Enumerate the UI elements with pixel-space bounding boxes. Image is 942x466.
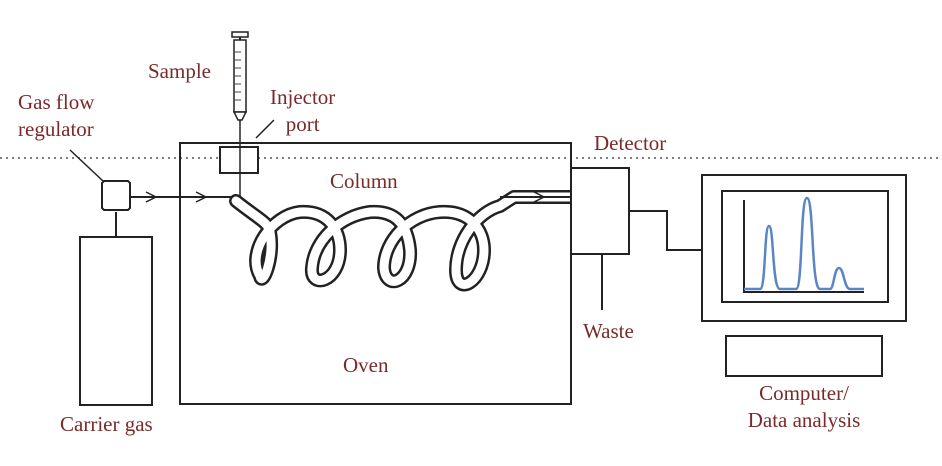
detector-box	[570, 167, 630, 255]
oven-box	[179, 142, 572, 405]
computer-label: Computer/ Data analysis	[726, 380, 882, 434]
regulator-leader-line	[69, 149, 104, 182]
computer-label-line1: Computer/	[759, 381, 849, 405]
column-coil	[229, 190, 577, 292]
computer-base	[725, 335, 883, 377]
flow-arrow-icon	[145, 191, 158, 203]
oven-label: Oven	[343, 353, 389, 377]
injector-port-label-line2: port	[285, 112, 320, 136]
gas-flow-regulator-label: Gas flow regulator	[18, 89, 94, 143]
chromatogram-trace	[744, 196, 864, 291]
waste-label: Waste	[583, 319, 634, 343]
gas-flow-regulator-label-line1: Gas flow	[18, 90, 95, 114]
carrier-gas-cylinder	[79, 236, 153, 406]
detector-cable	[629, 210, 702, 251]
injector-port-box	[219, 146, 259, 174]
monitor-screen	[721, 190, 889, 303]
carrier-gas-label: Carrier gas	[60, 412, 153, 436]
syringe-icon	[231, 31, 249, 198]
computer-label-line2: Data analysis	[747, 408, 861, 432]
detector-label: Detector	[594, 131, 667, 155]
gas-flow-regulator-icon	[101, 180, 131, 211]
chromatogram-axes	[743, 200, 864, 293]
flow-arrow-icon-2	[195, 191, 208, 203]
column-label: Column	[330, 169, 398, 193]
sample-label: Sample	[148, 59, 211, 83]
injector-port-label: Injector port	[270, 84, 335, 138]
injector-leader-line	[255, 119, 275, 139]
flow-arrow-icon-3	[533, 191, 546, 203]
injector-port-label-line1: Injector	[270, 85, 336, 109]
gas-flow-regulator-label-line2: regulator	[18, 117, 94, 141]
